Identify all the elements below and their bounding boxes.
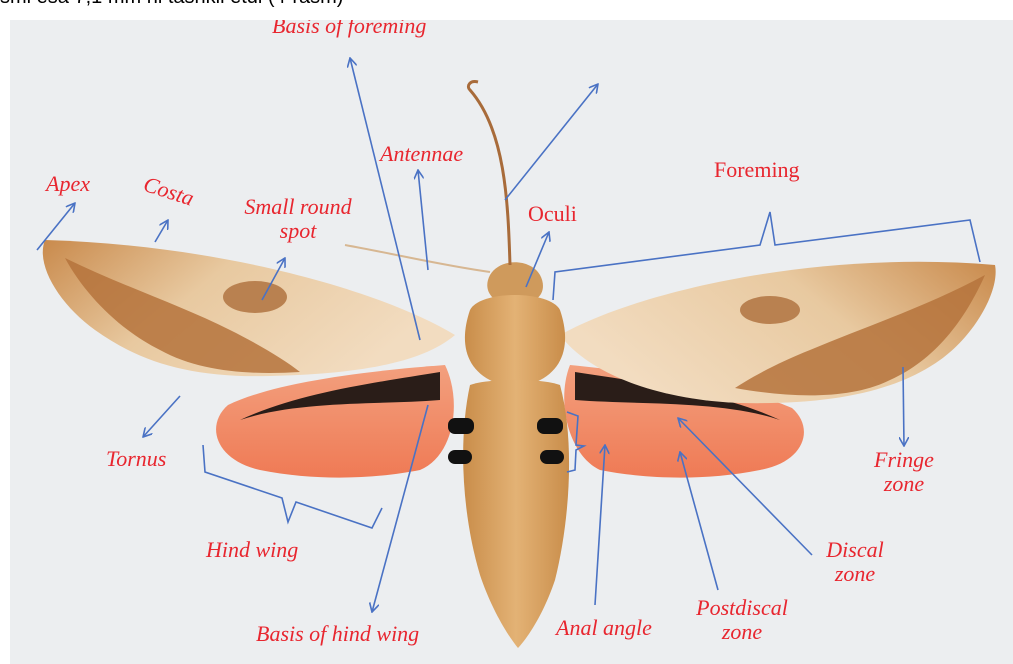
label-apex: Apex: [46, 172, 90, 196]
moth-thorax: [465, 295, 565, 388]
antenna: [468, 82, 510, 265]
label-hind-wing: Hind wing: [206, 538, 298, 562]
figure-caption: smi esa 7,1 mm ni tashkil etdi (4-rasm): [0, 0, 343, 9]
label-basis-of-foreming: Basis of foreming: [272, 20, 426, 38]
abdomen-spot-2: [448, 450, 472, 464]
label-antennae: Antennae: [380, 142, 463, 166]
label-postdiscal-zone: Postdiscal zone: [682, 596, 802, 644]
label-anal-angle: Anal angle: [556, 616, 652, 640]
abdomen-spot-4: [540, 450, 564, 464]
label-tornus: Tornus: [106, 447, 166, 471]
label-basis-of-hind-wing: Basis of hind wing: [256, 622, 419, 646]
label-discal-zone: Discal zone: [810, 538, 900, 586]
label-small-round-spot: Small round spot: [228, 195, 368, 243]
antenna-left: [345, 245, 490, 272]
right-round-spot: [740, 296, 800, 324]
label-fringe-zone: Fringe zone: [864, 448, 944, 496]
abdomen-spot-3: [537, 418, 563, 434]
label-foreming: Foreming: [714, 158, 800, 182]
label-oculi: Oculi: [528, 202, 577, 226]
left-round-spot: [223, 281, 287, 313]
moth-photo: Basis of foreming Antennae Apex Costa Sm…: [10, 20, 1013, 664]
abdomen-spot-1: [448, 418, 474, 434]
